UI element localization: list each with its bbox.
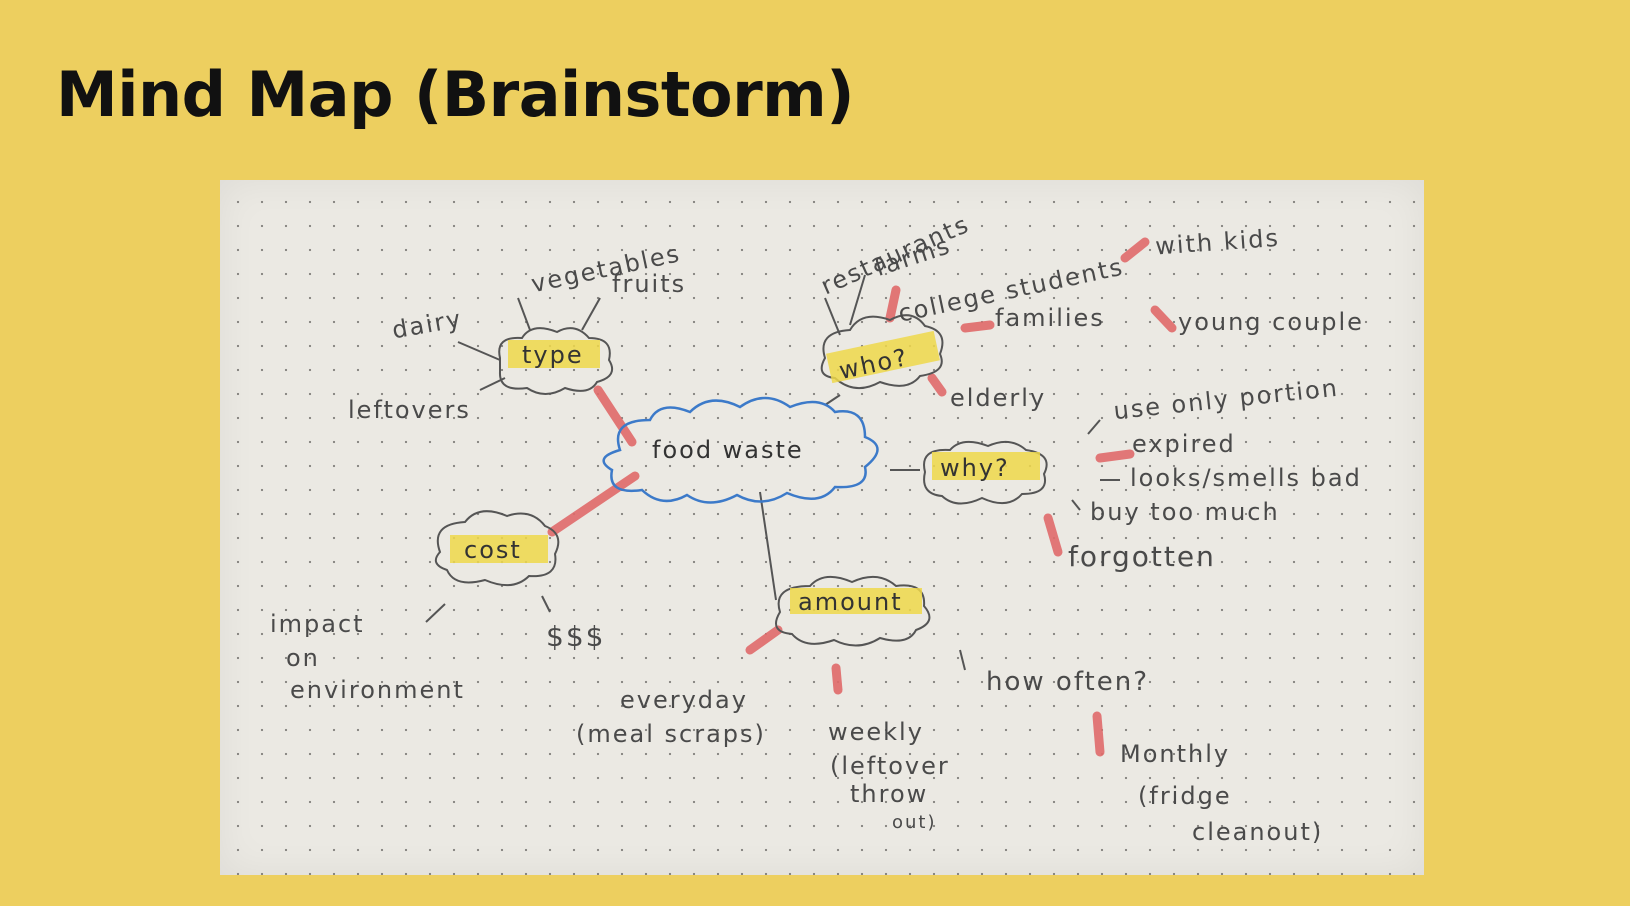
branch-monthly: Monthly: [1120, 740, 1230, 768]
branch-fridge: (fridge: [1138, 782, 1232, 810]
branch-forgotten: forgotten: [1068, 540, 1216, 573]
branch-dairy: dairy: [390, 305, 464, 345]
branch-leftovers: leftovers: [348, 396, 471, 424]
branch-meal-scraps: (meal scraps): [576, 720, 766, 748]
mind-map-drawing: food waste type who? why? cost: [270, 210, 1364, 846]
cost-cloud: [434, 510, 560, 587]
branch-everyday: everyday: [620, 686, 748, 714]
branch-weekly: weekly: [828, 718, 924, 746]
red-connectors: [547, 237, 1177, 757]
branch-how-often: how often?: [986, 667, 1149, 697]
branch-looks-smells-bad: looks/smells bad: [1130, 464, 1362, 492]
type-label: type: [522, 341, 584, 369]
amount-node: amount: [775, 575, 931, 647]
cost-highlight: [450, 535, 548, 563]
why-highlight: [932, 452, 1040, 480]
mind-map-photo: food waste type who? why? cost: [220, 180, 1424, 875]
slide-title: Mind Map (Brainstorm): [56, 58, 855, 131]
center-cloud: [602, 396, 879, 504]
cost-label: cost: [464, 536, 522, 564]
branch-impact: impact: [270, 610, 365, 638]
center-label: food waste: [652, 436, 804, 464]
branch-on: on: [286, 644, 320, 672]
center-node: food waste: [602, 396, 879, 504]
branch-fruits: fruits: [612, 270, 686, 298]
branch-leftover: (leftover: [830, 752, 950, 780]
branch-use-only-portion: use only portion: [1112, 374, 1340, 425]
branch-young-couple: young couple: [1178, 308, 1364, 336]
who-node: who?: [820, 314, 944, 389]
why-label: why?: [940, 454, 1010, 482]
who-highlight: [826, 330, 940, 384]
amount-cloud: [775, 575, 931, 647]
type-cloud: [498, 327, 613, 395]
branch-throw: throw: [850, 780, 928, 808]
type-node: type: [498, 327, 613, 395]
branch-expired: expired: [1132, 430, 1236, 458]
branch-money: $$$: [546, 620, 605, 653]
why-cloud: [923, 440, 1048, 505]
branch-with-kids: with kids: [1154, 224, 1281, 261]
branch-families: families: [995, 304, 1105, 332]
branch-environment: environment: [290, 676, 465, 704]
amount-label: amount: [798, 588, 903, 616]
type-highlight: [508, 340, 600, 368]
branch-cleanout: cleanout): [1192, 818, 1323, 846]
who-cloud: [820, 314, 944, 389]
branch-buy-too-much: buy too much: [1090, 498, 1280, 526]
amount-highlight: [790, 588, 922, 614]
connector-lines: [425, 274, 1120, 671]
why-node: why?: [923, 440, 1048, 505]
branch-out: out): [892, 812, 937, 833]
branch-elderly: elderly: [950, 384, 1046, 412]
cost-node: cost: [434, 510, 560, 587]
